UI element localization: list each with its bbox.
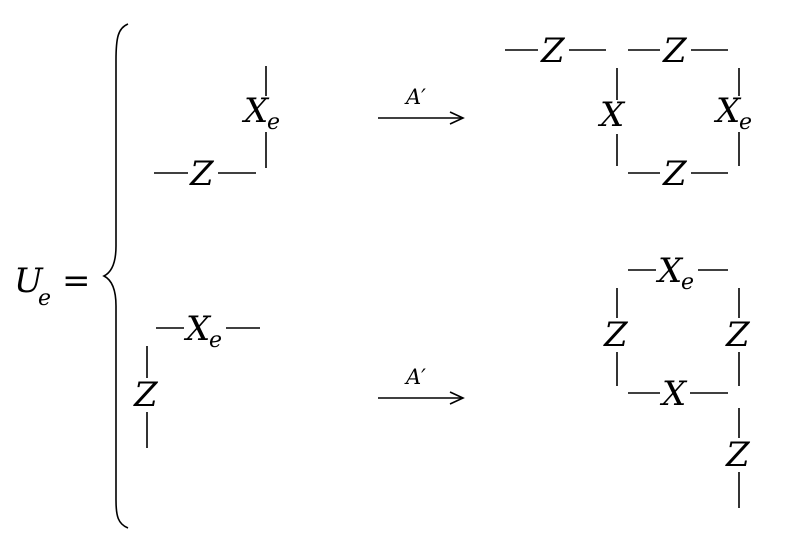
case1-right-top-right-z: Z <box>662 31 688 71</box>
lhs-operator: U e = <box>14 261 91 311</box>
arrow-2: A′ <box>378 365 465 405</box>
case2-right-right-z: Z <box>725 315 751 355</box>
case2-right-bottom-x: X <box>659 374 688 414</box>
case2-right-left-z: Z <box>603 315 629 355</box>
arrow-1-label: A′ <box>404 85 426 109</box>
arrow-2-head <box>449 391 465 405</box>
case2-left-z: Z <box>133 375 159 415</box>
lhs-subscript: e <box>38 286 51 311</box>
arrow-1-head <box>449 111 465 125</box>
case1-right-right-x-sub: e <box>739 110 752 135</box>
equals-sign: = <box>62 261 91 301</box>
lhs-symbol: U <box>14 261 44 301</box>
case1-left-x: X <box>241 91 270 131</box>
case2-left-term: X e Z <box>133 309 260 448</box>
case1-right-left-x: X <box>597 95 626 135</box>
case-brace <box>102 23 129 529</box>
case1-right-top-left-z: Z <box>540 31 566 71</box>
case2-left-x: X <box>183 309 212 349</box>
arrow-1: A′ <box>378 85 465 125</box>
case1-left-x-sub: e <box>267 110 280 135</box>
case2-left-x-sub: e <box>209 328 222 353</box>
case2-right-top-x: X <box>655 251 684 291</box>
case1-left-term: X e Z <box>154 66 280 194</box>
case2-right-extra-z: Z <box>725 435 751 475</box>
case1-right-term: Z Z X X e Z <box>505 31 752 194</box>
case1-right-right-x: X <box>713 91 742 131</box>
case1-right-bottom-z: Z <box>662 154 688 194</box>
case2-right-term: X e Z Z X Z <box>603 251 751 508</box>
case2-right-top-x-sub: e <box>681 270 694 295</box>
arrow-2-label: A′ <box>404 365 426 389</box>
case1-left-z: Z <box>189 154 215 194</box>
